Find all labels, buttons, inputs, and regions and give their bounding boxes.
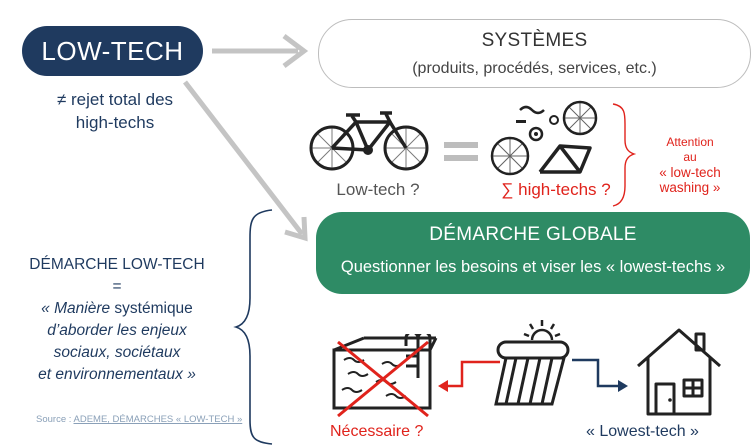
- house-icon: [637, 328, 721, 416]
- lowtech-subtitle-line1: ≠ rejet total des: [56, 90, 174, 109]
- bike-parts-icon: [490, 100, 598, 176]
- demarche-definition: = « Manière systémique d’aborder les enj…: [6, 276, 228, 386]
- arrow-to-lowest: [572, 358, 628, 392]
- attention-note: Attention au « low-tech washing »: [634, 135, 746, 195]
- solar-collector-icon: [494, 320, 570, 406]
- arrow-to-global: [183, 80, 308, 242]
- source-link[interactable]: ADEME, DÉMARCHES « LOW-TECH »: [73, 414, 243, 425]
- global-approach-subtitle: Questionner les besoins et viser les « l…: [340, 258, 726, 276]
- attention-line1: Attention: [666, 135, 714, 149]
- lowest-tech-label: « Lowest-tech »: [586, 423, 699, 440]
- demarche-title-text: DÉMARCHE LOW-TECH: [29, 256, 205, 273]
- demarche-line4: et environnementaux »: [6, 364, 228, 386]
- attention-line3: « low-tech washing »: [659, 165, 721, 195]
- demarche-equals: =: [112, 278, 122, 295]
- demarche-line1-a: « Manière: [41, 300, 115, 317]
- demarche-line1: « Manière systémique: [6, 298, 228, 320]
- red-brace: [612, 103, 637, 207]
- left-brace: [233, 209, 273, 445]
- global-approach-title: DÉMARCHE GLOBALE: [429, 224, 637, 245]
- demarche-line3: sociaux, sociétaux: [53, 344, 181, 361]
- source-prefix: Source :: [36, 414, 74, 425]
- attention-line2: au: [683, 150, 697, 164]
- necessary-label: Nécessaire ?: [330, 423, 424, 440]
- demarche-line4-b: environnementaux: [55, 366, 183, 383]
- hightech-sum-label: ∑ high-techs ?: [501, 180, 611, 199]
- pool-icon: [332, 334, 438, 418]
- systems-title: SYSTÈMES: [481, 30, 588, 51]
- bicycle-icon: [309, 111, 429, 171]
- lowtech-title: LOW-TECH: [41, 35, 184, 66]
- lowtech-question: Low-tech ?: [336, 180, 420, 199]
- global-approach-box: DÉMARCHE GLOBALE Questionner les besoins…: [316, 212, 750, 294]
- demarche-line1-b: systémique: [114, 300, 193, 317]
- lowtech-pill: LOW-TECH: [22, 26, 203, 76]
- source-citation: Source : ADEME, DÉMARCHES « LOW-TECH »: [36, 414, 242, 425]
- systems-subtitle: (produits, procédés, services, etc.): [412, 60, 657, 77]
- demarche-line4-a: et: [38, 366, 56, 383]
- lowtech-subtitle-line2: high-techs: [75, 113, 155, 132]
- arrow-to-necessary: [438, 360, 500, 392]
- arrow-to-systems: [212, 34, 309, 68]
- demarche-line4-c: »: [182, 366, 196, 383]
- systems-box: SYSTÈMES (produits, procédés, services, …: [318, 19, 751, 88]
- lowtech-subtitle: ≠ rejet total des high-techs: [40, 88, 190, 134]
- equals-sign: [444, 142, 478, 161]
- demarche-line2: d’aborder les enjeux: [47, 322, 187, 339]
- demarche-title: DÉMARCHE LOW-TECH: [6, 254, 228, 275]
